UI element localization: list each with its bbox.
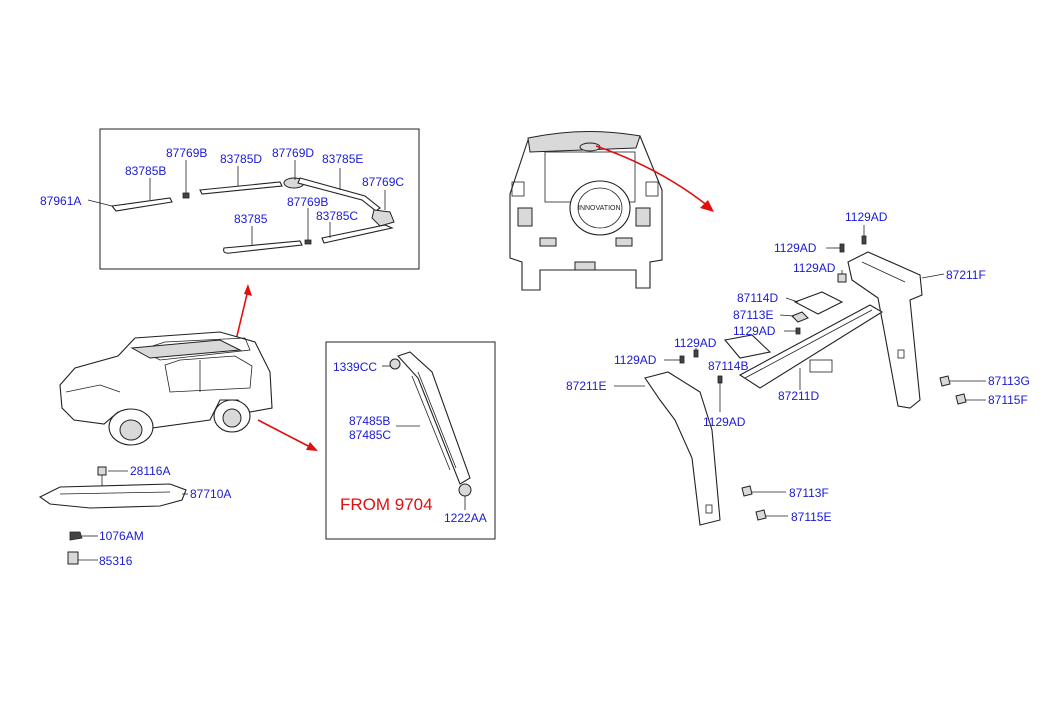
note-from-9704: FROM 9704 xyxy=(340,495,433,514)
cap-87115F[interactable] xyxy=(955,393,967,405)
label-87115F: 87115F xyxy=(988,393,1028,407)
trim-87211D[interactable] xyxy=(738,304,884,389)
trim-87211E[interactable] xyxy=(644,371,721,526)
part-1076AM[interactable] xyxy=(69,531,83,541)
label-1129AD-2: 1129AD xyxy=(774,241,817,255)
label-87113E: 87113E xyxy=(733,308,773,322)
trim-87114D[interactable] xyxy=(793,291,844,315)
screw-1129AD-5[interactable] xyxy=(679,355,685,364)
inset-frame-2 xyxy=(325,341,496,540)
label-87769B-a: 87769B xyxy=(166,146,207,160)
screw-1129AD-1[interactable] xyxy=(839,243,845,253)
part-85316[interactable] xyxy=(67,551,79,565)
label-1129AD-6: 1129AD xyxy=(614,353,657,367)
label-87769C: 87769C xyxy=(362,175,404,189)
clip-1222AA[interactable] xyxy=(458,483,472,497)
cap-87113E[interactable] xyxy=(791,311,809,323)
arrow-to-exploded-trim xyxy=(595,145,709,207)
label-83785C: 83785C xyxy=(316,209,358,223)
moulding-83785D[interactable] xyxy=(199,181,283,195)
small-fasteners: 1076AM 85316 xyxy=(67,529,144,568)
inset-frame xyxy=(99,128,420,270)
clip-87769B-b[interactable] xyxy=(304,239,312,245)
moulding-83785C[interactable] xyxy=(321,224,394,244)
cap-87113F[interactable] xyxy=(741,485,753,497)
trim-87211F[interactable] xyxy=(847,251,923,409)
label-87961A: 87961A xyxy=(40,194,81,208)
screw-1129AD-7[interactable] xyxy=(717,375,723,384)
vehicle-rear-illustration: INNOVATION xyxy=(509,130,663,291)
quarter-trim-assembly: 1129AD 1129AD 1129AD 87211F 87114D 87113… xyxy=(566,210,1030,526)
endcap-87769C[interactable] xyxy=(371,209,395,227)
screw-1339CC[interactable] xyxy=(389,358,401,370)
label-85316: 85316 xyxy=(99,554,133,568)
arrow-to-pillar-inset xyxy=(257,419,313,449)
label-87769D: 87769D xyxy=(272,146,314,160)
label-1129AD-5: 1129AD xyxy=(674,336,717,350)
label-1339CC: 1339CC xyxy=(333,360,377,374)
clip-87769B-a[interactable] xyxy=(182,192,190,199)
label-1222AA: 1222AA xyxy=(444,511,487,525)
label-87211E: 87211E xyxy=(566,379,606,393)
screw-1129AD-2[interactable] xyxy=(861,235,867,245)
tire-cover-text: INNOVATION xyxy=(578,205,621,212)
trim-87114B[interactable] xyxy=(723,334,772,359)
label-87113G: 87113G xyxy=(988,374,1030,388)
label-87769B-b: 87769B xyxy=(287,195,328,209)
moulding-83785[interactable] xyxy=(223,240,303,254)
label-1076AM: 1076AM xyxy=(99,529,144,543)
rear-spoiler-group: 28116A 87710A xyxy=(38,464,231,509)
label-87113F: 87113F xyxy=(789,486,829,500)
label-1129AD-4: 1129AD xyxy=(733,324,776,338)
label-87114B: 87114B xyxy=(708,359,748,373)
label-87115E: 87115E xyxy=(791,510,831,524)
label-1129AD-3: 1129AD xyxy=(793,261,836,275)
cap-87115E[interactable] xyxy=(755,509,767,521)
label-83785: 83785 xyxy=(234,212,268,226)
moulding-83785B[interactable] xyxy=(110,197,173,212)
label-83785E: 83785E xyxy=(322,152,363,166)
label-87485C: 87485C xyxy=(349,428,391,442)
screw-1129AD-6[interactable] xyxy=(693,349,699,358)
label-28116A: 28116A xyxy=(130,464,170,478)
label-87211D: 87211D xyxy=(778,389,819,403)
label-83785B: 83785B xyxy=(125,164,166,178)
screw-1129AD-3[interactable] xyxy=(837,273,847,283)
bolt-28116A[interactable] xyxy=(97,466,107,476)
screw-1129AD-4[interactable] xyxy=(795,327,801,335)
label-87114D: 87114D xyxy=(737,291,778,305)
cap-87113G[interactable] xyxy=(939,375,951,387)
label-87710A: 87710A xyxy=(190,487,231,501)
label-83785D: 83785D xyxy=(220,152,262,166)
label-87485B: 87485B xyxy=(349,414,390,428)
roof-moulding-inset: 87961A 87769B 83785B 83785D 87769D 83785… xyxy=(40,128,420,270)
label-87211F: 87211F xyxy=(946,268,986,282)
arrow-to-roof-inset xyxy=(235,289,249,341)
label-1129AD-7: 1129AD xyxy=(703,415,746,429)
label-1129AD-1: 1129AD xyxy=(845,210,888,224)
trim-87485B[interactable] xyxy=(397,351,471,485)
spoiler-87710A[interactable] xyxy=(38,483,187,509)
vehicle-side-illustration xyxy=(59,331,273,446)
pillar-trim-inset: 1339CC 87485B 87485C FROM 9704 1222AA xyxy=(325,341,496,540)
